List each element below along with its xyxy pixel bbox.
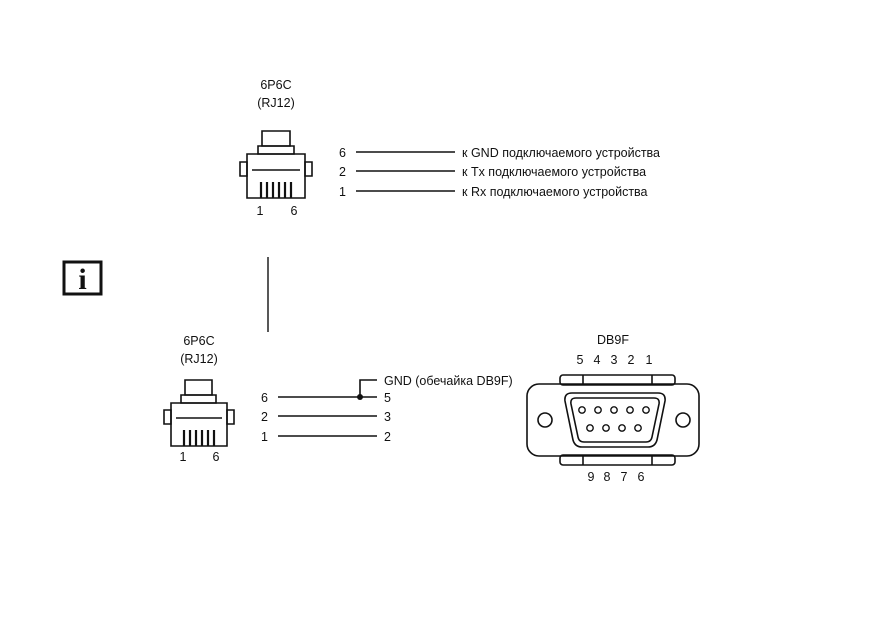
db9f-socket	[634, 424, 642, 432]
bottom-wire-row: 2 3	[261, 410, 391, 424]
bottom-connector-name: 6P6C	[183, 334, 214, 348]
db9f-body-drawing	[526, 374, 700, 466]
db9f-top-pin-numbers: 5 4 3 2 1	[577, 353, 653, 367]
db9f-pin-number: 2	[628, 353, 635, 367]
bottom-wire-from-pin: 1	[261, 430, 268, 444]
db9f-pin-number: 8	[604, 470, 611, 484]
top-wire-pin: 2	[339, 165, 346, 179]
db9f-pin-number: 9	[588, 470, 595, 484]
db9f-pin-number: 4	[594, 353, 601, 367]
top-wire-label: к Rx подключаемого устройства	[462, 185, 648, 199]
db9f-socket	[626, 406, 634, 414]
top-connector-name: 6P6C	[260, 78, 291, 92]
db9f-socket	[610, 406, 618, 414]
gnd-label: GND (обечайка DB9F)	[384, 374, 513, 388]
db9f-pin-number: 7	[621, 470, 628, 484]
top-wire-row: 6 к GND подключаемого устройства	[339, 146, 660, 160]
db9f-socket	[642, 406, 650, 414]
top-connector-pin-right: 6	[291, 204, 298, 218]
bottom-wire-to-pin: 5	[384, 391, 391, 405]
top-wire-label: к Tx подключаемого устройства	[462, 165, 646, 179]
db9f-socket-holes	[578, 406, 650, 432]
bottom-wire-row: 1 2	[261, 430, 391, 444]
db9f-socket	[618, 424, 626, 432]
bottom-connector-pin-right: 6	[213, 450, 220, 464]
bottom-connector-pin-left: 1	[180, 450, 187, 464]
top-rj12-connector: 6P6C (RJ12) 1 6	[239, 78, 313, 218]
db9f-name: DB9F	[597, 333, 629, 347]
top-wire-row: 2 к Tx подключаемого устройства	[339, 165, 646, 179]
db9f-pin-number: 1	[646, 353, 653, 367]
top-wire-label: к GND подключаемого устройства	[462, 146, 660, 160]
top-connector-pin-left: 1	[257, 204, 264, 218]
bottom-connector-alias: (RJ12)	[180, 352, 218, 366]
bottom-rj12-plug-drawing	[163, 379, 235, 447]
bottom-wire-from-pin: 6	[261, 391, 268, 405]
top-wires: 6 к GND подключаемого устройства 2 к Tx …	[339, 146, 660, 199]
bottom-wire-to-pin: 2	[384, 430, 391, 444]
db9f-pin-number: 6	[638, 470, 645, 484]
top-wire-row: 1 к Rx подключаемого устройства	[339, 185, 648, 199]
db9f-connector: DB9F 5 4 3 2 1	[526, 333, 700, 484]
top-wire-pin: 1	[339, 185, 346, 199]
db9f-bottom-pin-numbers: 9 8 7 6	[588, 470, 645, 484]
db9f-socket	[586, 424, 594, 432]
bottom-wire-row: 6 5	[261, 391, 391, 405]
db9f-socket	[594, 406, 602, 414]
db9f-socket	[602, 424, 610, 432]
bottom-rj12-connector: 6P6C (RJ12) 1 6	[163, 334, 235, 464]
info-icon: i	[62, 260, 103, 296]
db9f-pin-number: 5	[577, 353, 584, 367]
db9f-socket	[578, 406, 586, 414]
gnd-tap: GND (обечайка DB9F)	[357, 374, 513, 400]
bottom-wire-to-pin: 3	[384, 410, 391, 424]
top-wire-pin: 6	[339, 146, 346, 160]
top-rj12-plug-drawing	[239, 130, 313, 199]
db9f-pin-number: 3	[611, 353, 618, 367]
info-glyph: i	[78, 263, 86, 296]
bottom-wires: GND (обечайка DB9F) 6 5 2 3 1 2	[261, 374, 513, 444]
top-connector-alias: (RJ12)	[257, 96, 295, 110]
bottom-wire-from-pin: 2	[261, 410, 268, 424]
